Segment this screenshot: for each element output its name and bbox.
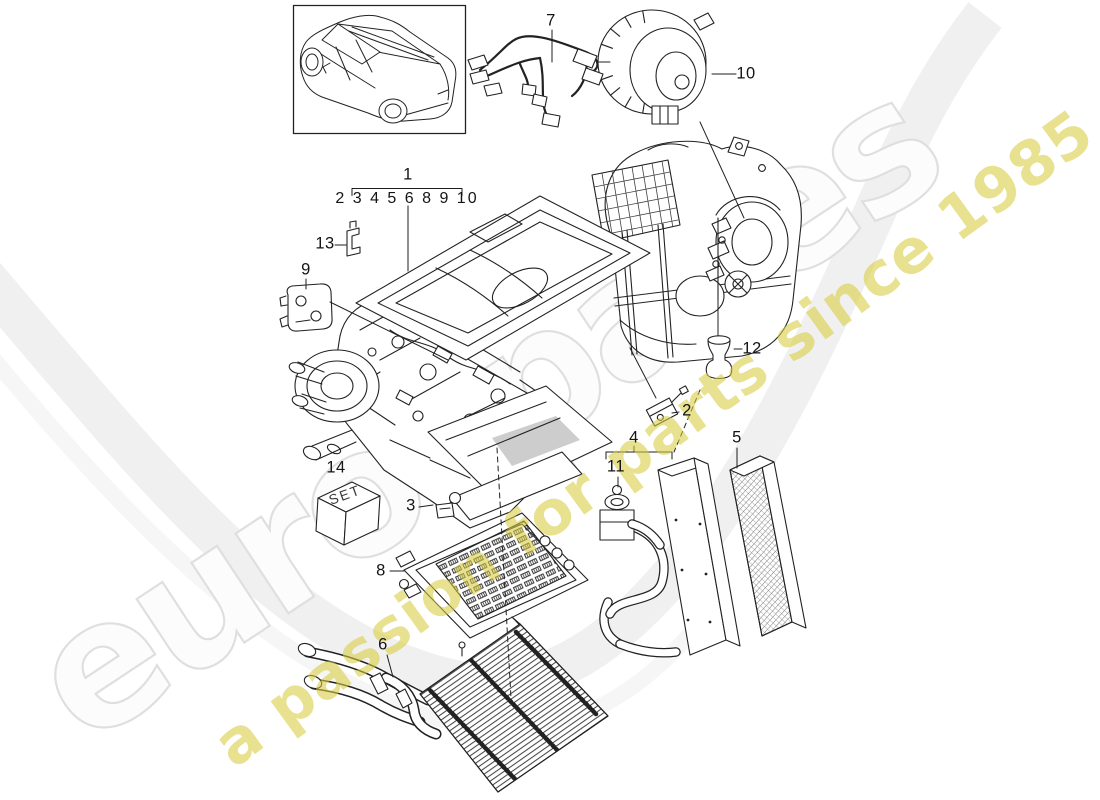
temperature-sensor-figure [629,347,701,453]
retaining-clip-figure [346,220,361,257]
set-box-figure: SET [315,481,381,546]
callout-3[interactable]: 3 [406,496,416,515]
callout-9[interactable]: 9 [301,260,311,279]
callout-10[interactable]: 10 [736,64,756,83]
callout-11[interactable]: 11 [606,457,626,476]
rear-housing-figure [591,136,802,363]
vehicle-thumbnail [292,4,467,135]
callout-1[interactable]: 1 [403,165,413,184]
cabin-filter-figure [729,455,807,637]
foot-duct-figure [427,385,613,521]
callout-2[interactable]: 2 [682,401,692,420]
assembly-axis-line [496,447,512,699]
evaporator-figure [657,457,741,656]
grommet-figure [705,299,733,380]
callout-14[interactable]: 14 [326,458,346,477]
intake-frame-figure [355,195,651,361]
heater-core-figure [297,616,609,793]
callout-13[interactable]: 13 [315,234,335,253]
callout-8[interactable]: 8 [376,561,386,580]
blower-motor-figure [597,9,745,219]
wiring-harness-figure [467,35,604,128]
left-drum-figure [288,349,380,423]
callout-12[interactable]: 12 [742,339,762,358]
valve-sensor-figure [435,491,462,519]
callout-4[interactable]: 4 [629,428,639,447]
expansion-valve-figure [599,484,681,658]
callout-7[interactable]: 7 [546,11,556,30]
callout-6[interactable]: 6 [378,635,388,654]
servo-motor-figure [279,283,449,361]
ptc-heater-figure [395,512,589,657]
callout-1-contents[interactable]: 2 3 4 5 6 8 9 10 [335,190,479,207]
callout-leaders [305,29,743,678]
callout-5[interactable]: 5 [732,428,742,447]
